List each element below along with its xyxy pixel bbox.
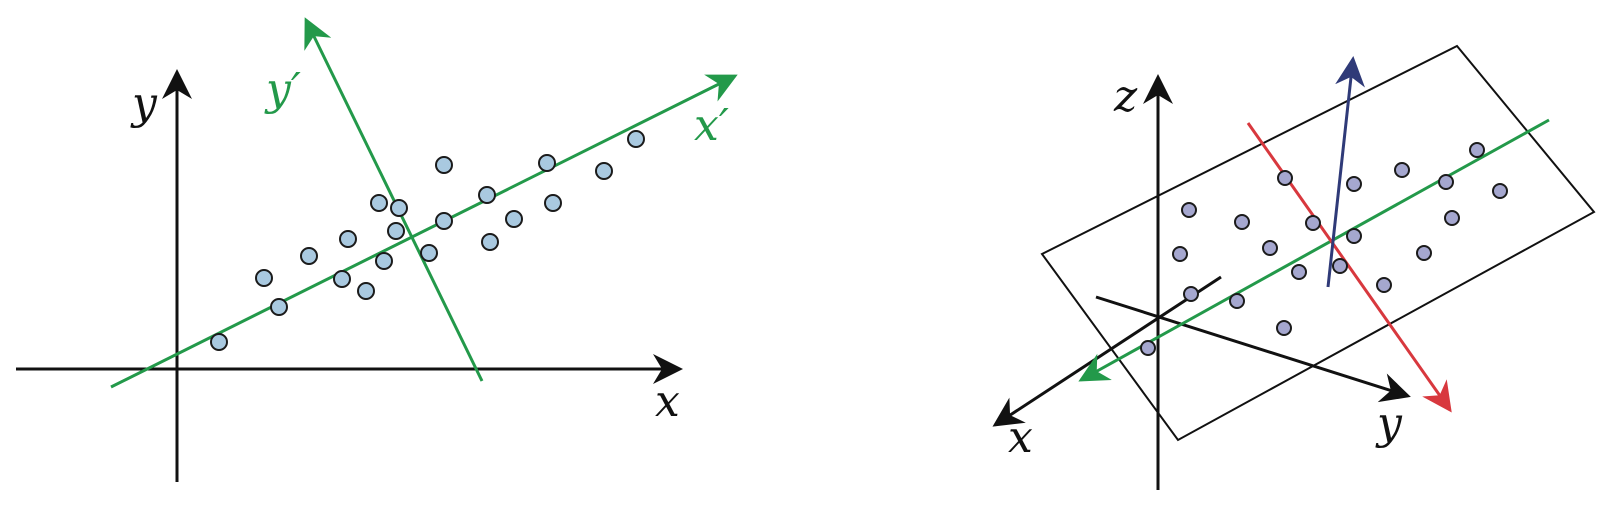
left-data-points bbox=[210, 130, 645, 351]
right-x-axis bbox=[992, 275, 1222, 427]
left-point bbox=[435, 212, 453, 230]
left-panel: x y x′ y′ bbox=[16, 17, 738, 482]
right-point bbox=[1305, 215, 1321, 231]
right-point bbox=[1172, 246, 1188, 262]
right-green-axis bbox=[1078, 118, 1550, 382]
left-y-prime-label: y′ bbox=[264, 64, 301, 115]
left-point bbox=[544, 194, 562, 212]
left-point bbox=[339, 230, 357, 248]
left-x-label: x bbox=[655, 376, 680, 427]
right-z-label: z bbox=[1113, 71, 1138, 122]
left-point bbox=[538, 154, 556, 172]
right-point bbox=[1376, 277, 1392, 293]
left-x-prime-label: x′ bbox=[694, 100, 729, 151]
right-point bbox=[1346, 228, 1362, 244]
left-point bbox=[255, 269, 273, 287]
left-point bbox=[210, 333, 228, 351]
left-y-prime-axis bbox=[304, 17, 484, 382]
left-y-label: y bbox=[130, 78, 158, 129]
right-point bbox=[1181, 202, 1197, 218]
right-point bbox=[1229, 293, 1245, 309]
right-point bbox=[1346, 176, 1362, 192]
left-point bbox=[505, 210, 523, 228]
right-point bbox=[1438, 174, 1454, 190]
right-y-label: y bbox=[1375, 398, 1403, 449]
left-point bbox=[375, 252, 393, 270]
right-data-points bbox=[1140, 142, 1508, 356]
left-point bbox=[478, 186, 496, 204]
right-point bbox=[1291, 264, 1307, 280]
right-point bbox=[1140, 340, 1156, 356]
left-point bbox=[300, 247, 318, 265]
right-point bbox=[1492, 183, 1508, 199]
left-point bbox=[333, 270, 351, 288]
right-point bbox=[1332, 258, 1348, 274]
left-point bbox=[420, 244, 438, 262]
right-point bbox=[1469, 142, 1485, 158]
right-x-label: x bbox=[1008, 412, 1033, 463]
right-panel: x y z bbox=[992, 44, 1596, 490]
right-point bbox=[1394, 162, 1410, 178]
left-point bbox=[270, 298, 288, 316]
projection-plane bbox=[1040, 44, 1596, 442]
right-blue-axis bbox=[1326, 56, 1365, 288]
right-point bbox=[1276, 320, 1292, 336]
left-point bbox=[435, 156, 453, 174]
left-point bbox=[390, 199, 408, 217]
left-point bbox=[370, 194, 388, 212]
right-point bbox=[1444, 210, 1460, 226]
left-x-prime-axis bbox=[110, 74, 738, 389]
right-point bbox=[1277, 170, 1293, 186]
left-point bbox=[481, 233, 499, 251]
left-point bbox=[357, 282, 375, 300]
right-y-axis bbox=[1095, 295, 1411, 403]
right-red-axis bbox=[1246, 122, 1452, 413]
left-point bbox=[387, 222, 405, 240]
right-point bbox=[1262, 240, 1278, 256]
right-point bbox=[1416, 245, 1432, 261]
left-point bbox=[595, 162, 613, 180]
right-point bbox=[1234, 214, 1250, 230]
left-point bbox=[627, 130, 645, 148]
right-point bbox=[1183, 286, 1199, 302]
